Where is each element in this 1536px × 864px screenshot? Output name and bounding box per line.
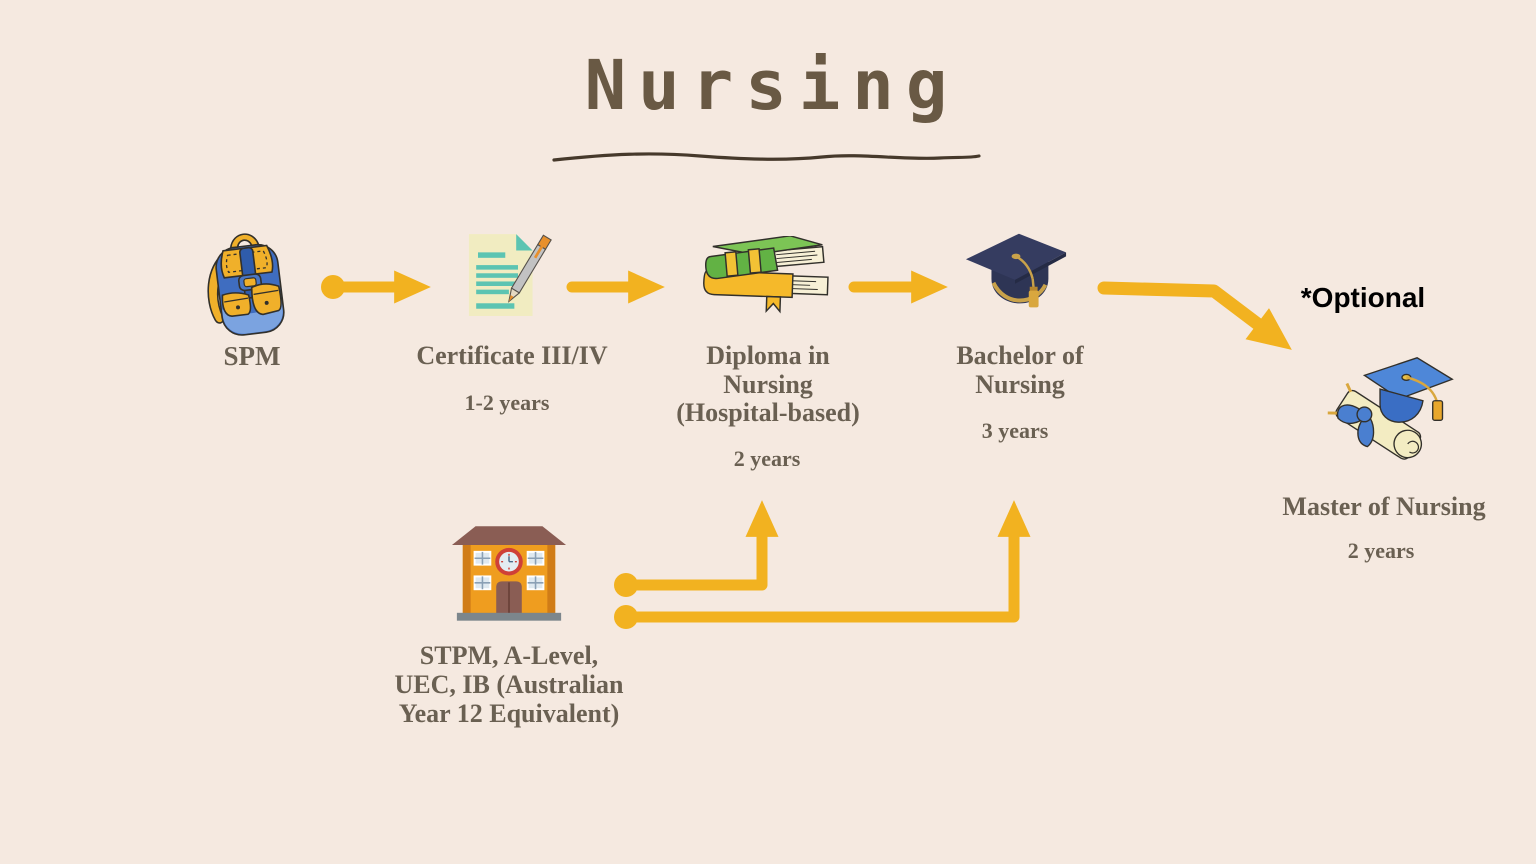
- backpack-icon: [207, 233, 285, 336]
- master-label: Master of Nursing: [1282, 492, 1486, 522]
- label-line: (Hospital-based): [676, 398, 860, 427]
- label-line: STPM, A-Level,: [419, 641, 599, 670]
- label-line: Bachelor of: [956, 341, 1084, 370]
- arrow-preuniversity-to-bachelor: [614, 500, 1031, 629]
- school-building-icon: [451, 526, 567, 621]
- graduation-cap-icon: [965, 233, 1067, 308]
- arrow-preuniversity-to-diploma: [614, 500, 779, 597]
- label-line: Nursing: [975, 369, 1065, 399]
- bachelor-label: Bachelor of Nursing: [956, 341, 1084, 399]
- label-line: Year 12 Equivalent): [398, 699, 620, 728]
- label-line: SPM: [223, 341, 281, 371]
- label-line: Diploma in: [706, 341, 830, 370]
- label-line: Nursing: [723, 369, 813, 399]
- label-line: UEC, IB (Australian: [394, 670, 624, 699]
- title-underline: [552, 152, 981, 162]
- optional-note: *Optional: [1300, 282, 1426, 313]
- page-title: Nursing: [584, 46, 960, 126]
- diploma-label: Diploma in Nursing (Hospital-based): [676, 341, 860, 428]
- document-and-pen-icon: [468, 234, 552, 316]
- spm-label: SPM: [224, 342, 281, 371]
- stacked-books-icon: [703, 236, 829, 314]
- master-duration: 2 years: [1347, 538, 1415, 563]
- preuniversity-label: STPM, A-Level, UEC, IB (Australian Year …: [395, 641, 624, 728]
- certificate-label: Certificate III/IV: [416, 341, 608, 371]
- bachelor-duration: 3 years: [981, 418, 1049, 443]
- graduation-cap-and-diploma-icon: [1327, 357, 1454, 460]
- diploma-duration: 2 years: [733, 446, 801, 471]
- arrow-bachelor-to-master: [1097, 281, 1292, 350]
- label-line: Master of Nursing: [1282, 492, 1486, 521]
- label-line: Certificate III/IV: [416, 341, 608, 370]
- certificate-duration: 1-2 years: [464, 390, 550, 415]
- arrow-spm-to-certificate: [321, 270, 431, 304]
